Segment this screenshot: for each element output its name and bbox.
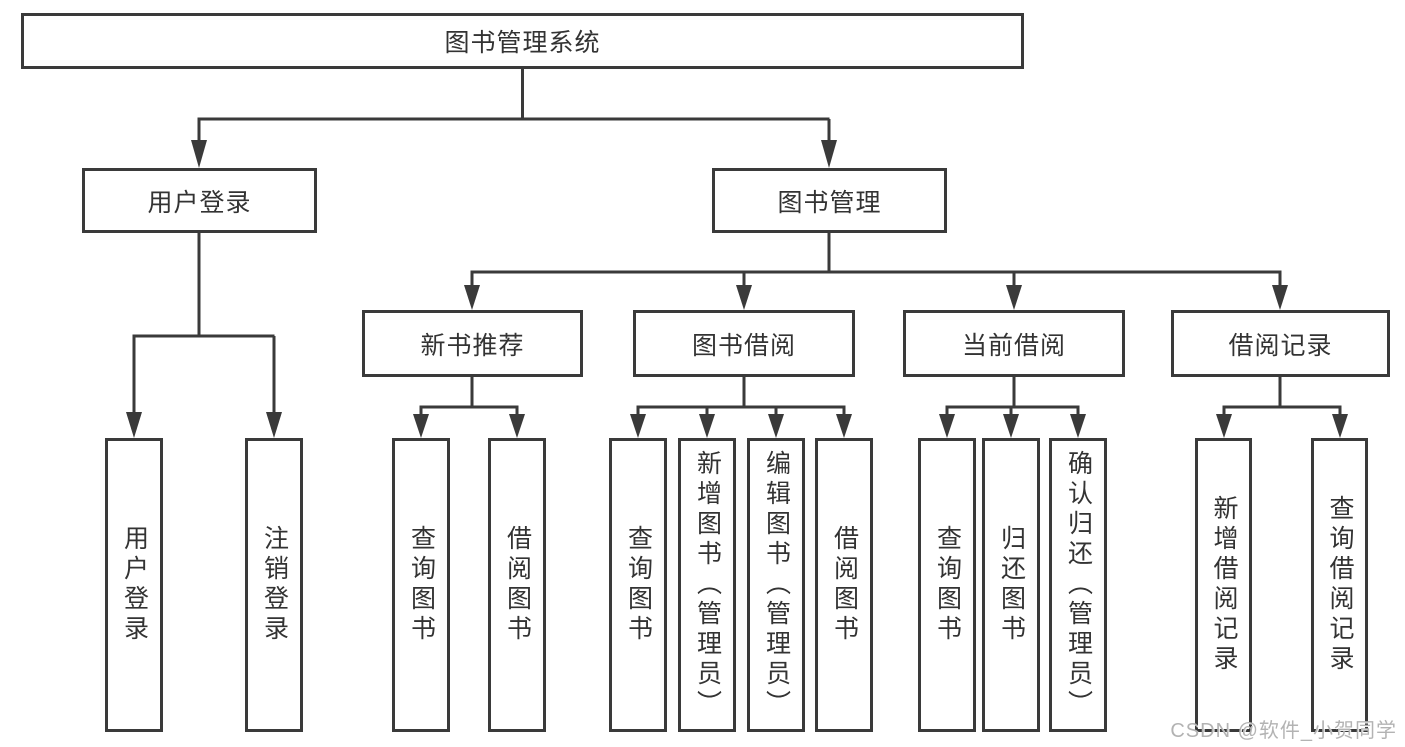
node-book-borrowing: 图书借阅 (633, 310, 855, 377)
node-book-management: 图书管理 (712, 168, 947, 233)
node-label: 查询借阅记录 (1326, 495, 1354, 675)
leaf-edit-books-admin: 编辑图书（管理员） (747, 438, 805, 732)
node-label: 查询图书 (407, 525, 436, 645)
leaf-confirm-return-admin: 确认归还（管理员） (1049, 438, 1107, 732)
node-new-book-recommend: 新书推荐 (362, 310, 583, 377)
arrowheads-borrowing-records (1216, 414, 1348, 438)
connector-user-login-to-leaves (132, 233, 276, 413)
arrowheads-current-borrowing (939, 414, 1086, 438)
leaf-user-login-action: 用户登录 (105, 438, 163, 732)
node-label: 确认归还（管理员） (1064, 450, 1093, 720)
node-label: 借阅记录 (1228, 331, 1333, 360)
leaf-return-books: 归还图书 (982, 438, 1040, 732)
connector-new-book-recommend-to-leaves (419, 377, 519, 415)
node-label: 借阅图书 (830, 525, 859, 645)
node-current-borrowing: 当前借阅 (903, 310, 1125, 377)
csdn-watermark: CSDN @软件_小贺同学 (1170, 720, 1397, 742)
node-label: 归还图书 (997, 525, 1026, 645)
arrowheads-user-login-leaves (126, 412, 282, 438)
node-label: 用户登录 (147, 188, 252, 217)
leaf-query-books-current: 查询图书 (918, 438, 976, 732)
connector-book-borrowing-to-leaves (636, 377, 846, 415)
node-label: 图书管理 (777, 188, 882, 217)
leaf-borrow-books-recommend: 借阅图书 (488, 438, 546, 732)
leaf-query-borrow-record: 查询借阅记录 (1311, 438, 1368, 732)
node-label: 查询图书 (933, 525, 962, 645)
node-label: 借阅图书 (503, 525, 532, 645)
node-label: 当前借阅 (961, 331, 1066, 360)
leaf-query-books-recommend: 查询图书 (392, 438, 450, 732)
node-label: 新书推荐 (420, 331, 525, 360)
node-label: 注销登录 (260, 525, 289, 645)
node-label: 编辑图书（管理员） (762, 450, 791, 720)
node-user-login: 用户登录 (82, 168, 317, 233)
node-label: 图书管理系统 (444, 29, 601, 57)
node-label: 新增借阅记录 (1210, 495, 1238, 675)
leaf-add-borrow-record: 新增借阅记录 (1195, 438, 1252, 732)
leaf-borrow-books: 借阅图书 (815, 438, 873, 732)
connector-current-borrowing-to-leaves (945, 377, 1080, 415)
leaf-query-books-borrowing: 查询图书 (609, 438, 667, 732)
node-label: 新增图书（管理员） (693, 450, 722, 720)
arrowheads-root-to-level2 (191, 140, 837, 168)
leaf-add-books-admin: 新增图书（管理员） (678, 438, 736, 732)
arrowheads-level3 (464, 285, 1288, 310)
connector-borrowing-records-to-leaves (1222, 377, 1342, 415)
node-borrowing-records: 借阅记录 (1171, 310, 1390, 377)
connector-book-management-to-level3 (470, 233, 1282, 286)
arrowheads-new-book-recommend (413, 414, 525, 438)
node-label: 查询图书 (624, 525, 653, 645)
arrowheads-book-borrowing (630, 414, 852, 438)
node-label: 图书借阅 (691, 331, 796, 360)
connector-root-to-level2 (197, 69, 831, 141)
leaf-logout: 注销登录 (245, 438, 303, 732)
node-label: 用户登录 (120, 525, 149, 645)
node-root-library-system: 图书管理系统 (21, 13, 1024, 69)
